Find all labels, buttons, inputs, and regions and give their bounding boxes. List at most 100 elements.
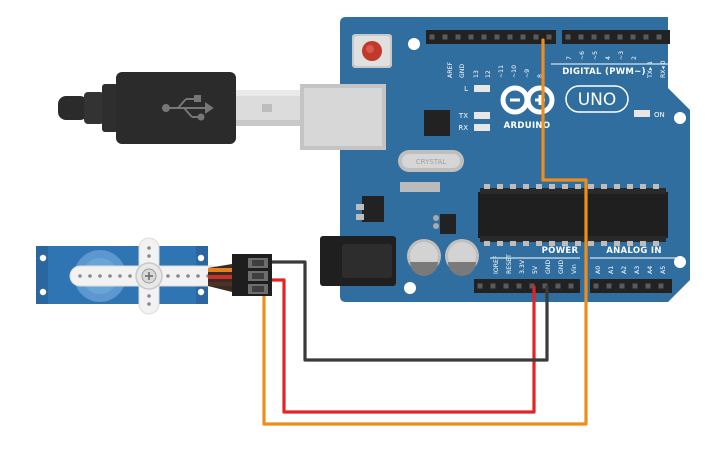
digital-header-right[interactable] xyxy=(562,30,670,44)
chip-pin xyxy=(575,241,581,246)
pin-label-5: ~5 xyxy=(592,51,599,60)
header-pin-socket[interactable] xyxy=(578,34,584,40)
chip-pin xyxy=(627,184,633,189)
header-pin-socket[interactable] xyxy=(619,283,625,289)
pin-label-a0: A0 xyxy=(595,266,602,274)
horn-hole xyxy=(147,302,151,306)
power-header-label: POWER xyxy=(542,246,579,256)
pin-label-a4: A4 xyxy=(647,266,654,274)
chip-pin xyxy=(614,184,620,189)
usb-cable-end xyxy=(58,96,88,120)
chip-pin xyxy=(536,184,542,189)
header-pin-socket[interactable] xyxy=(591,34,597,40)
chip-pin xyxy=(549,241,555,246)
usb-cable[interactable] xyxy=(58,72,300,144)
chip-pin xyxy=(497,184,503,189)
arduino-uno-board[interactable]: CRYSTAL L TX xyxy=(300,17,690,302)
chip-pin xyxy=(653,184,659,189)
pin-label-10: ~10 xyxy=(511,65,518,78)
header-pin-socket[interactable] xyxy=(542,283,548,289)
chip-pin xyxy=(614,241,620,246)
horn-hole xyxy=(186,274,190,278)
header-pin-socket[interactable] xyxy=(490,283,496,289)
header-pin-socket[interactable] xyxy=(507,34,513,40)
led-rx: RX xyxy=(458,124,490,132)
chip-pin xyxy=(562,184,568,189)
servo-connector[interactable] xyxy=(208,254,272,296)
crystal-label: CRYSTAL xyxy=(416,158,447,166)
header-pin-socket[interactable] xyxy=(546,34,552,40)
header-pin-socket[interactable] xyxy=(565,34,571,40)
ground-wire[interactable] xyxy=(260,260,549,362)
pin-label-rx0: RX◂ 0 xyxy=(660,60,667,78)
pin-label-11: ~11 xyxy=(498,65,505,78)
chip-pin xyxy=(627,241,633,246)
chip-pin xyxy=(497,241,503,246)
header-pin-socket[interactable] xyxy=(632,283,638,289)
chip-pin xyxy=(601,184,607,189)
pin-label-ioref: IOREF xyxy=(493,255,500,274)
power-header[interactable] xyxy=(474,279,580,293)
pin-label-8: 8 xyxy=(537,74,544,78)
header-pin-socket[interactable] xyxy=(568,283,574,289)
signal-wire[interactable] xyxy=(262,38,588,426)
pin-label-3v3: 3.3V xyxy=(519,259,526,274)
voltage-regulator xyxy=(356,196,384,222)
chip-pin xyxy=(601,241,607,246)
header-pin-socket[interactable] xyxy=(520,34,526,40)
pin-label-aref: AREF xyxy=(447,62,454,78)
header-pin-socket[interactable] xyxy=(555,283,561,289)
header-pin-socket[interactable] xyxy=(481,34,487,40)
chip-pin xyxy=(523,241,529,246)
header-pin-socket[interactable] xyxy=(516,283,522,289)
header-pin-socket[interactable] xyxy=(604,34,610,40)
servo-motor[interactable] xyxy=(36,237,272,315)
model-badge: UNO xyxy=(565,85,629,113)
header-pin-socket[interactable] xyxy=(645,283,651,289)
pin-label-4: 4 xyxy=(605,56,612,60)
header-pin-socket[interactable] xyxy=(455,34,461,40)
usb-controller-chip xyxy=(424,110,450,136)
chip-pin xyxy=(523,184,529,189)
chip-pin xyxy=(588,184,594,189)
chip-pin xyxy=(575,184,581,189)
header-pin-socket[interactable] xyxy=(494,34,500,40)
pin-label-7: 7 xyxy=(566,56,573,60)
header-pin-socket[interactable] xyxy=(656,34,662,40)
capacitor xyxy=(407,239,441,276)
header-pin-socket[interactable] xyxy=(533,34,539,40)
power-wire[interactable] xyxy=(270,278,536,414)
resistor xyxy=(400,182,440,192)
pin-label-gnd-a: GND xyxy=(545,260,552,274)
analog-header[interactable] xyxy=(590,279,672,293)
led-l-label: L xyxy=(464,85,468,93)
header-pin-socket[interactable] xyxy=(593,283,599,289)
header-pin-socket[interactable] xyxy=(503,283,509,289)
pin-label-gnd: GND xyxy=(459,64,466,78)
led-on: ON xyxy=(634,110,665,119)
chip-pin xyxy=(484,184,490,189)
horn-hole xyxy=(88,274,92,278)
horn-hole xyxy=(176,274,180,278)
header-pin-socket[interactable] xyxy=(630,34,636,40)
header-pin-socket[interactable] xyxy=(643,34,649,40)
pin-label-6: ~6 xyxy=(579,51,586,60)
header-pin-socket[interactable] xyxy=(617,34,623,40)
pin-label-3: ~3 xyxy=(618,51,625,60)
header-pin-socket[interactable] xyxy=(529,283,535,289)
digital-header-left[interactable] xyxy=(426,30,556,44)
header-pin-socket[interactable] xyxy=(477,283,483,289)
header-pin-socket[interactable] xyxy=(468,34,474,40)
header-pin-socket[interactable] xyxy=(442,34,448,40)
servo-horn[interactable] xyxy=(69,237,223,315)
header-pin-socket[interactable] xyxy=(658,283,664,289)
header-pin-socket[interactable] xyxy=(606,283,612,289)
horn-hole xyxy=(128,274,132,278)
chip-pin xyxy=(510,241,516,246)
header-pin-socket[interactable] xyxy=(429,34,435,40)
power-jack[interactable] xyxy=(320,236,396,286)
reset-button[interactable] xyxy=(352,34,392,68)
horn-hole xyxy=(118,274,122,278)
brand-label: ARDUINO xyxy=(504,121,551,131)
